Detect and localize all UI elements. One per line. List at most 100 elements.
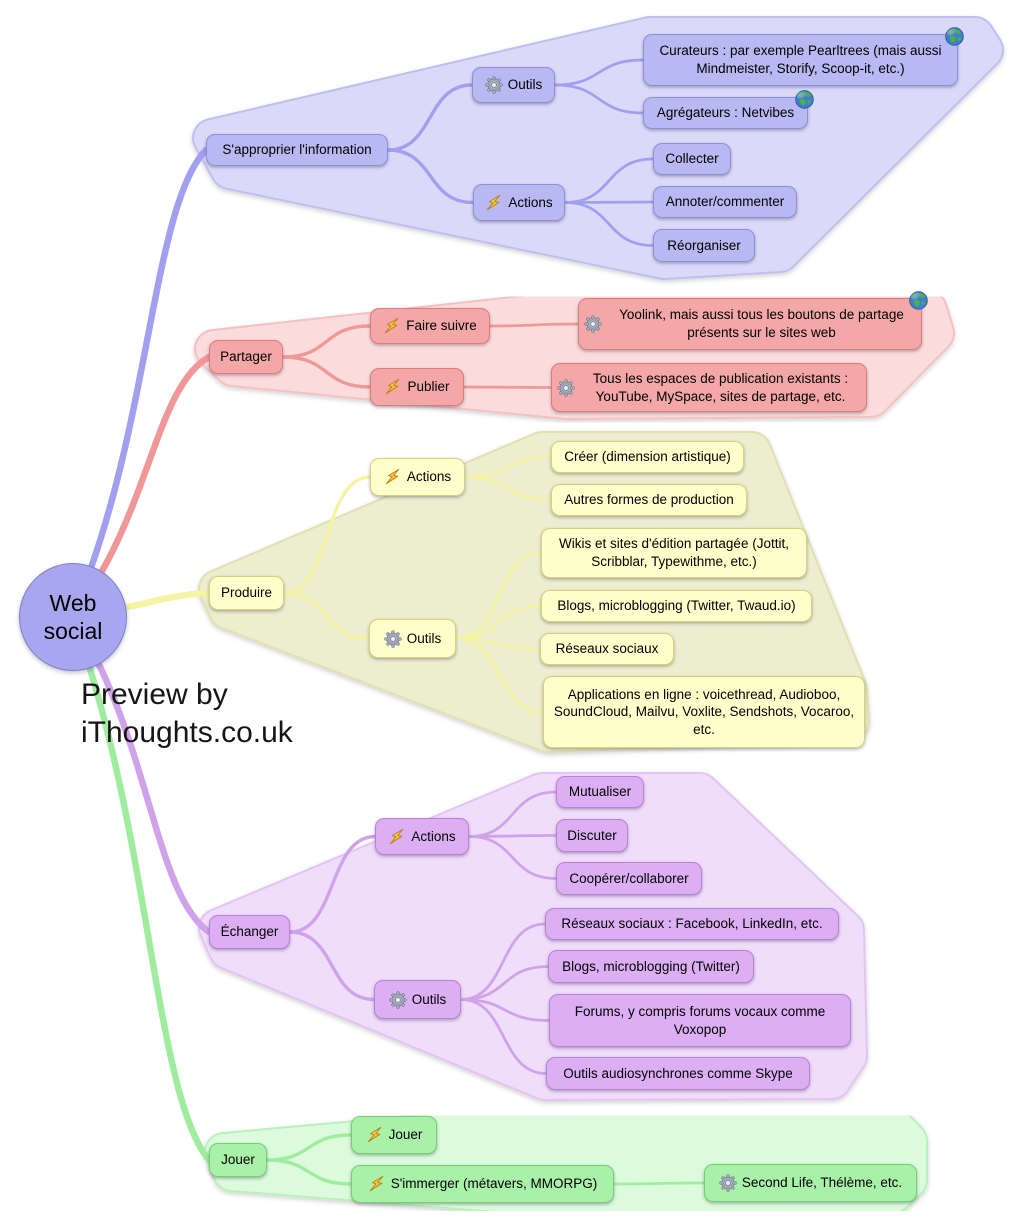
node-label: Outils: [507, 77, 543, 93]
node-label: Échanger: [220, 924, 279, 940]
watermark: Preview by iThoughts.co.uk: [81, 676, 293, 752]
lightning-icon: [385, 468, 400, 485]
branch-link: [467, 790, 558, 838]
mindmap-node[interactable]: Coopérer/collaborer: [556, 862, 702, 895]
mindmap-node[interactable]: Collecter: [653, 143, 731, 175]
root-link: [68, 612, 213, 1164]
branch-link: [386, 83, 474, 152]
lightning-icon: [386, 378, 400, 395]
branch-link: [462, 385, 553, 389]
mindmap-node[interactable]: Wikis et sites d'édition partagée (Jotti…: [541, 528, 807, 578]
mindmap-node[interactable]: Actions: [473, 184, 565, 221]
mindmap-node[interactable]: Agrégateurs : Netvibes: [643, 89, 814, 129]
mindmap-node[interactable]: Réseaux sociaux : Facebook, LinkedIn, et…: [545, 908, 839, 940]
branch-link: [459, 998, 548, 1075]
mindmap-node[interactable]: Actions: [375, 818, 469, 855]
node-label: Produire: [220, 585, 273, 601]
branch-link: [459, 922, 547, 1001]
mindmap-node[interactable]: Outils: [374, 980, 461, 1019]
node-label: Créer (dimension artistique): [564, 449, 731, 465]
branch-link: [563, 157, 655, 204]
mindmap-node[interactable]: Produire: [209, 576, 284, 610]
mindmap-node[interactable]: Échanger: [209, 915, 290, 949]
mindmap-node[interactable]: Faire suivre: [370, 308, 490, 344]
lightning-icon: [369, 1175, 384, 1192]
branch-link: [288, 834, 377, 934]
mindmap-node[interactable]: Réseaux sociaux: [540, 633, 674, 665]
node-label: S'immerger (métavers, MMORPG): [390, 1176, 598, 1192]
node-label: Tous les espaces de publication existant…: [592, 370, 849, 404]
mindmap-node[interactable]: Jouer: [209, 1143, 267, 1177]
branch-link: [553, 58, 645, 87]
mindmap-node[interactable]: Jouer: [351, 1116, 437, 1154]
globe-icon: [795, 89, 814, 109]
root-node[interactable]: Web social: [19, 563, 127, 671]
node-label: Actions: [406, 469, 452, 485]
mindmap-node[interactable]: Second Life, Thélème, etc.: [704, 1164, 917, 1202]
node-label: Outils audiosynchrones comme Skype: [563, 1065, 793, 1081]
gear-icon: [557, 378, 575, 397]
node-label: S'approprier l'information: [222, 142, 372, 158]
mindmap-node[interactable]: Mutualiser: [556, 776, 644, 808]
node-label: Applications en ligne : voicethread, Aud…: [553, 686, 855, 737]
branch-links-approprier: [68, 58, 655, 620]
mindmap-node[interactable]: Outils audiosynchrones comme Skype: [546, 1057, 810, 1090]
gear-icon: [485, 76, 503, 94]
mindmap-node[interactable]: Partager: [209, 340, 283, 374]
mindmap-node[interactable]: Actions: [370, 458, 465, 496]
gear-icon: [389, 990, 407, 1009]
watermark-line2: iThoughts.co.uk: [81, 715, 293, 749]
mindmap-node[interactable]: Outils: [369, 619, 456, 658]
node-label: Yoolink, mais aussi tous les boutons de …: [619, 307, 904, 340]
mindmap-node[interactable]: S'immerger (métavers, MMORPG): [351, 1165, 614, 1203]
mindmap-node[interactable]: Autres formes de production: [551, 484, 747, 516]
mindmap-node[interactable]: Applications en ligne : voicethread, Aud…: [543, 676, 865, 748]
node-label: Actions: [508, 194, 553, 210]
branch-link: [281, 324, 372, 359]
mindmap-node[interactable]: Annoter/commenter: [653, 186, 797, 218]
node-label: Agrégateurs : Netvibes: [656, 105, 795, 121]
node-label: Autres formes de production: [564, 492, 734, 508]
mindmap-node[interactable]: Blogs, microblogging (Twitter, Twaud.io): [541, 590, 812, 622]
node-label: Réseaux sociaux : Facebook, LinkedIn, et…: [561, 916, 823, 932]
gear-icon: [384, 629, 402, 648]
mindmap-node[interactable]: Blogs, microblogging (Twitter): [548, 950, 754, 983]
mindmap-node[interactable]: Yoolink, mais aussi tous les boutons de …: [578, 290, 928, 350]
branch-link: [454, 637, 545, 714]
branch-link: [553, 83, 645, 115]
lightning-icon: [385, 317, 399, 334]
lightning-icon: [390, 828, 404, 844]
gear-icon: [719, 1174, 737, 1192]
gear-icon: [584, 315, 602, 333]
mindmap-node[interactable]: Curateurs : par exemple Pearltrees (mais…: [643, 26, 964, 86]
branch-link: [467, 835, 558, 880]
branch-link: [563, 201, 655, 247]
mindmap-node[interactable]: Discuter: [556, 819, 628, 852]
node-label: Partager: [220, 349, 272, 365]
mindmap-node[interactable]: Créer (dimension artistique): [551, 441, 744, 473]
lightning-icon: [487, 194, 501, 210]
node-label: Curateurs : par exemple Pearltrees (mais…: [659, 43, 942, 76]
node-label: Discuter: [567, 827, 617, 843]
branch-link: [282, 591, 371, 641]
node-label: Outils: [411, 991, 447, 1007]
node-label: Faire suivre: [406, 318, 477, 334]
watermark-line1: Preview by: [81, 678, 228, 711]
mindmap-node[interactable]: Forums, y compris forums vocaux comme Vo…: [549, 994, 851, 1047]
node-label: Forums, y compris forums vocaux comme Vo…: [574, 1003, 826, 1037]
mindmap-node[interactable]: Outils: [472, 67, 555, 103]
node-label: Blogs, microblogging (Twitter): [562, 958, 740, 974]
node-label: Réorganiser: [667, 237, 741, 253]
globe-icon: [909, 290, 928, 310]
root-link: [68, 612, 213, 936]
branch-links-jouer: [68, 612, 706, 1186]
mindmap-node[interactable]: Publier: [370, 368, 464, 406]
mindmap-node[interactable]: S'approprier l'information: [206, 134, 388, 166]
node-label: Blogs, microblogging (Twitter, Twaud.io): [557, 598, 796, 614]
node-label: Réseaux sociaux: [555, 641, 659, 657]
mindmap-node[interactable]: Tous les espaces de publication existant…: [551, 363, 867, 412]
branch-link: [282, 475, 372, 595]
mindmap-node[interactable]: Réorganiser: [653, 229, 755, 262]
node-label: Publier: [407, 379, 450, 395]
